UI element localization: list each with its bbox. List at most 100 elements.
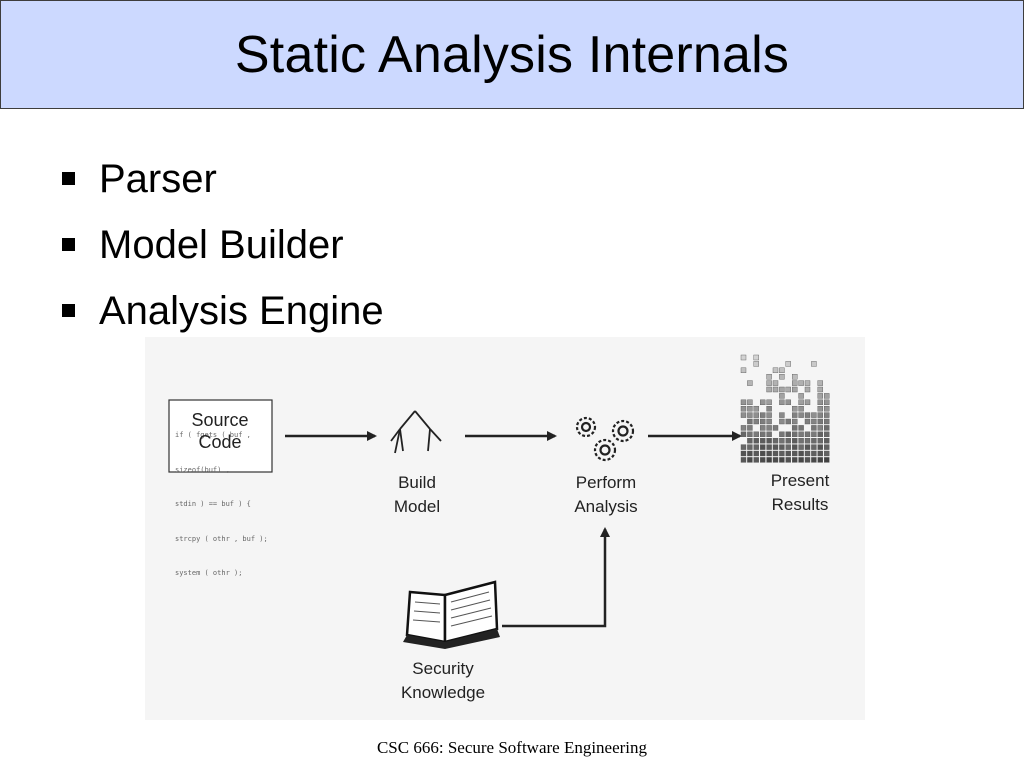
present-results-label-line: Present — [770, 471, 830, 490]
results-pixel — [766, 374, 772, 380]
results-pixel — [753, 354, 759, 361]
results-pixel — [798, 425, 804, 431]
results-pixel — [760, 425, 766, 431]
results-pixel — [804, 412, 811, 418]
results-pixel — [817, 444, 823, 450]
source-code-label: Source Code — [185, 409, 255, 453]
results-pixel — [772, 437, 779, 444]
results-pixel — [747, 437, 753, 444]
results-pixel — [747, 412, 753, 418]
results-pixel — [824, 431, 830, 438]
results-pixel — [785, 361, 791, 367]
results-pixel — [760, 457, 766, 463]
results-pixel — [779, 450, 785, 457]
build-model-label: Build Model — [377, 471, 457, 519]
results-pixel — [747, 399, 753, 405]
results-pixel — [760, 444, 766, 450]
results-pixel — [817, 399, 823, 405]
title-bar: Static Analysis Internals — [0, 0, 1024, 109]
results-pixel — [824, 412, 830, 418]
results-pixel — [740, 450, 747, 457]
results-pixel — [792, 444, 798, 450]
results-pixel — [792, 374, 798, 380]
perform-analysis-label-line: Analysis — [574, 497, 638, 516]
results-pixel — [798, 399, 804, 405]
code-line: stdin ) == buf ) { — [175, 500, 251, 508]
bullet-text: Analysis Engine — [99, 288, 384, 333]
results-pixel — [779, 444, 785, 450]
results-pixel — [779, 457, 785, 463]
results-pixel — [747, 425, 753, 431]
results-pixel — [779, 367, 785, 373]
bullet-item: Parser — [62, 146, 384, 212]
results-pixel — [817, 380, 823, 386]
diagram-graphics — [168, 354, 830, 649]
results-pixel — [785, 437, 791, 444]
results-pixel — [766, 437, 772, 444]
results-pixel — [772, 380, 779, 386]
source-code-label-line: Code — [198, 432, 242, 452]
results-pixel — [766, 431, 772, 438]
results-pixel — [817, 405, 823, 412]
results-pixel — [760, 399, 766, 405]
results-pixel — [785, 386, 791, 393]
results-pixel — [798, 431, 804, 438]
results-pixel — [792, 437, 798, 444]
results-pixel — [785, 399, 791, 405]
results-pixel — [817, 412, 823, 418]
results-pixel — [817, 437, 823, 444]
bullet-text: Parser — [99, 156, 217, 201]
results-pixel — [798, 444, 804, 450]
square-bullet-icon — [62, 237, 75, 251]
results-pixel — [798, 450, 804, 457]
results-pixel — [766, 457, 772, 463]
bullet-item: Analysis Engine — [62, 278, 384, 344]
build-model-label-line: Model — [393, 497, 441, 516]
square-bullet-icon — [62, 171, 75, 185]
results-pixel — [817, 393, 823, 399]
results-pixel — [798, 393, 804, 399]
results-pixel — [811, 437, 817, 444]
results-pixel — [817, 386, 823, 393]
results-pixel — [779, 399, 785, 405]
results-pixel — [779, 437, 785, 444]
perform-analysis-label: Perform Analysis — [561, 471, 651, 519]
gears-icon — [575, 416, 635, 462]
present-results-label: Present Results — [757, 469, 843, 517]
results-pixel — [740, 457, 747, 463]
results-pixel — [792, 418, 798, 425]
results-pixel — [792, 425, 798, 431]
results-pixel — [792, 405, 798, 412]
results-pixel — [747, 405, 753, 412]
results-pixel — [817, 418, 823, 425]
analysis-pipeline-diagram: if ( fgets ( buf , sizeof(buf) , stdin )… — [145, 337, 865, 720]
results-pixel — [811, 457, 817, 463]
results-pixel — [753, 450, 759, 457]
results-pixel — [753, 418, 759, 425]
results-pixel — [824, 437, 830, 444]
results-pixel — [811, 431, 817, 438]
results-pixel — [760, 437, 766, 444]
results-pixel — [753, 412, 759, 418]
results-pixel — [779, 386, 785, 393]
results-pixel — [747, 431, 753, 438]
results-pixel — [772, 386, 779, 393]
results-pixel — [772, 367, 779, 373]
results-pixel — [798, 457, 804, 463]
results-pixel — [804, 399, 811, 405]
results-pixel — [792, 412, 798, 418]
results-pixel — [766, 380, 772, 386]
results-pixel — [785, 450, 791, 457]
results-pixel — [753, 437, 759, 444]
results-pixel — [747, 457, 753, 463]
results-pixel — [811, 361, 817, 367]
results-pixel — [804, 444, 811, 450]
results-pixel — [766, 425, 772, 431]
source-code-box — [168, 399, 273, 473]
present-results-label-line: Results — [771, 495, 829, 514]
results-pixel — [811, 444, 817, 450]
results-pixel — [760, 412, 766, 418]
results-pixel — [804, 380, 811, 386]
tree-model-icon — [390, 410, 442, 454]
bullet-item: Model Builder — [62, 212, 384, 278]
